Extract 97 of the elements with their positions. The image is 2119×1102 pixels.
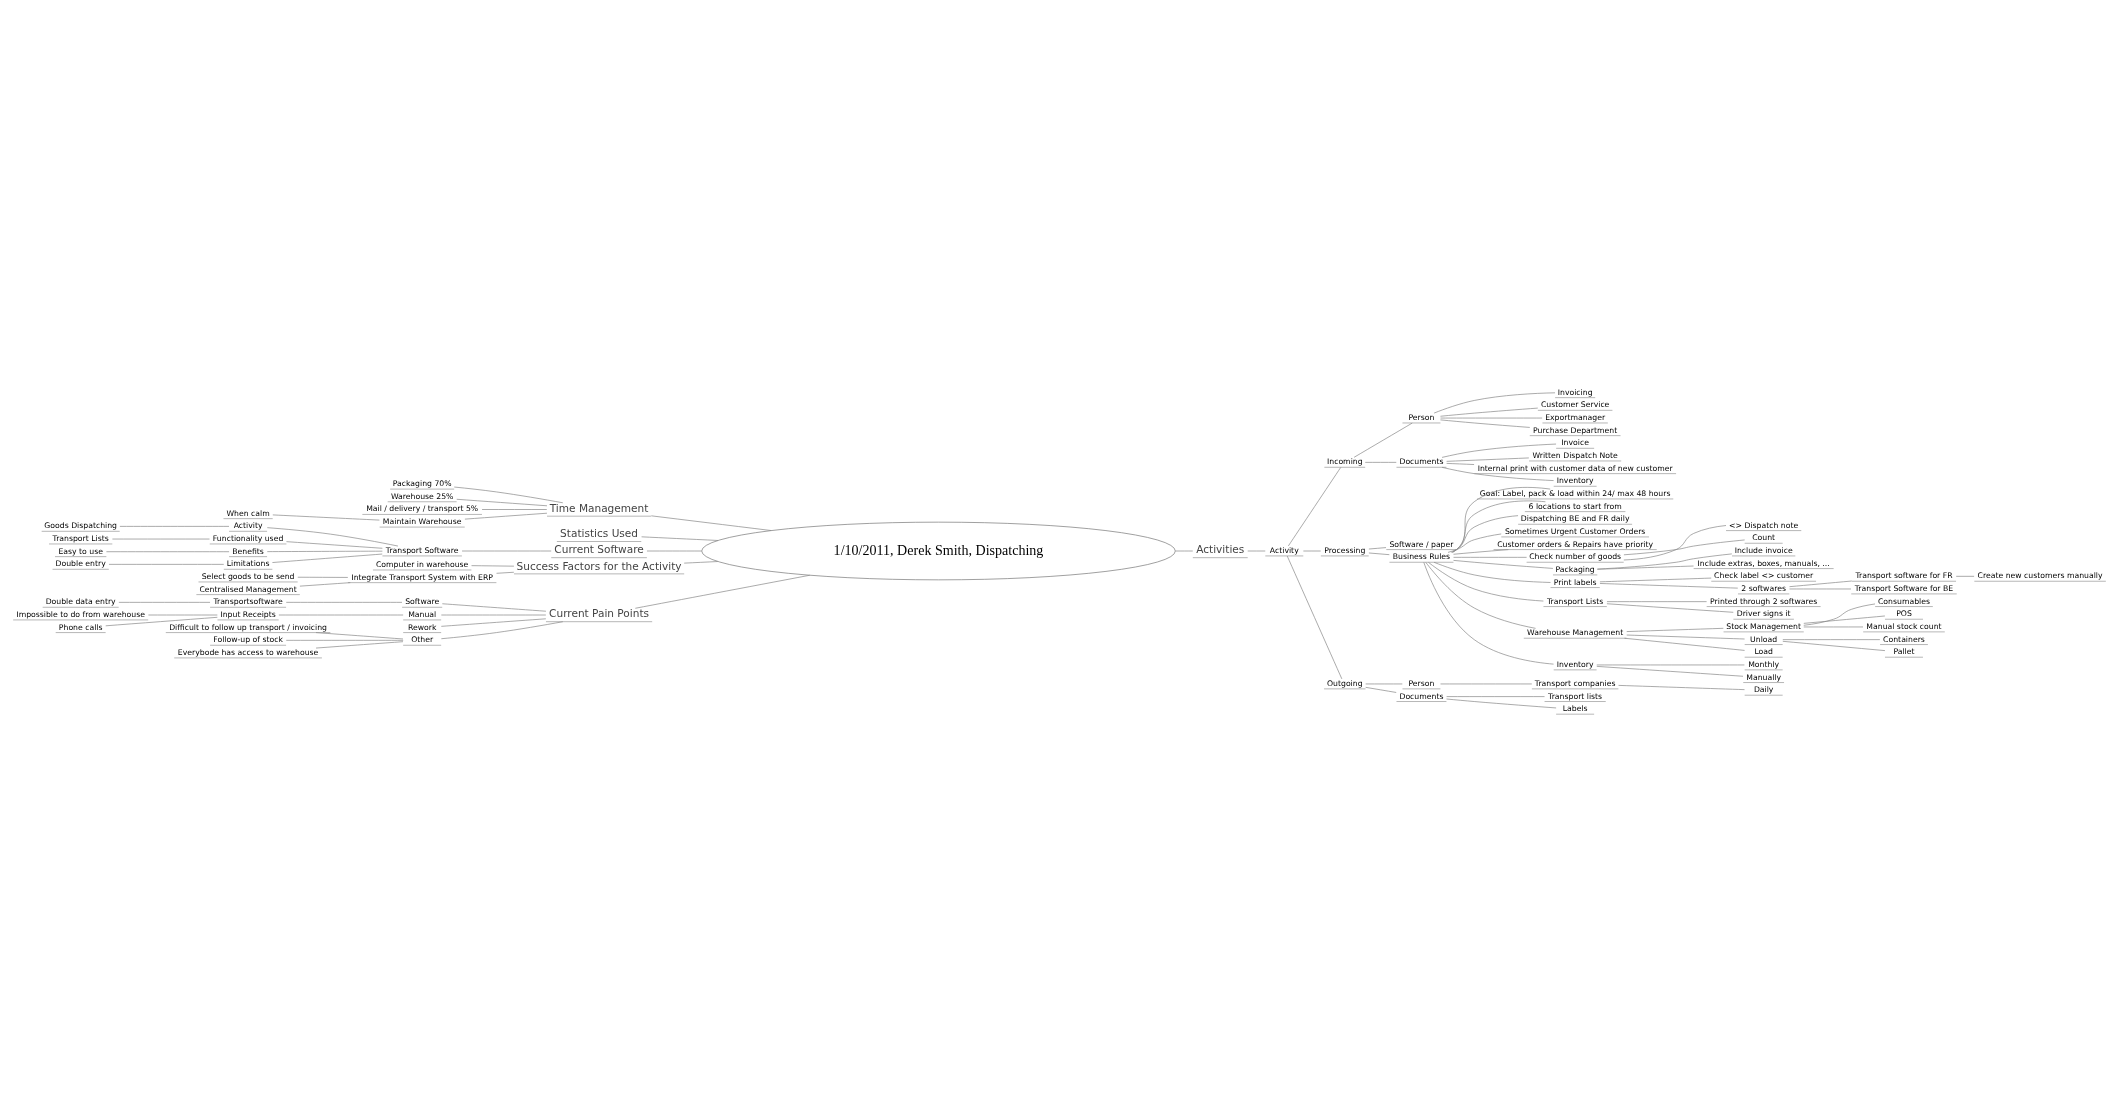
connector [1247,550,1266,552]
connector [1789,580,1853,588]
node-text: Current Pain Points [549,607,650,620]
connector [441,621,564,640]
connector [1596,666,1744,677]
connector [1441,467,1554,481]
connector [119,526,230,527]
connector [1433,392,1556,414]
connector [148,614,218,616]
connector [1451,500,1546,553]
connector [1428,562,1544,602]
connector [1597,553,1733,570]
connector [1447,533,1502,553]
connector [266,527,399,547]
connector [278,614,404,616]
connector [1596,565,1694,570]
connector [481,509,548,510]
connector [286,541,383,549]
connector [1623,525,1727,561]
connector [1453,549,1509,555]
connector [1596,664,1745,666]
connector [108,564,225,565]
connector [112,538,210,540]
connector [1623,539,1745,556]
connector [106,551,230,553]
connector [1452,487,1551,553]
connector [1446,463,1475,465]
connector [118,602,211,603]
connector [441,603,547,612]
connector [1286,555,1343,680]
connector [464,512,548,520]
connector [1453,557,1527,558]
connector [1451,515,1519,553]
connector [440,618,547,627]
connector [1955,575,1975,577]
connector [1440,417,1543,419]
connector [1803,615,1886,624]
connector [440,614,547,616]
connector [1606,603,1734,613]
connector [105,616,218,627]
node-text: Current Software [554,543,644,556]
connector [1789,588,1852,590]
connector [641,536,719,541]
connector [315,632,404,640]
connector [650,515,772,531]
connector [1803,626,1864,628]
connector [285,640,404,641]
connector [1303,550,1322,552]
connector [1175,550,1194,552]
connector [1606,601,1707,602]
connector [461,550,552,552]
connector [634,574,811,609]
connector [1446,696,1545,697]
connector [471,565,515,567]
connector [272,553,383,563]
connector [1453,560,1554,569]
connector [285,602,403,603]
connector [646,550,702,552]
connector [1440,419,1531,428]
connector [683,561,719,564]
connector [1353,422,1413,458]
connector [1365,687,1397,693]
connector [315,641,404,649]
connector [1782,640,1886,651]
connector [1440,683,1533,685]
connector [1446,698,1557,709]
node-text: Statistics Used [560,527,639,540]
node-text: Success Factors for the Activity [516,559,682,572]
connector [1599,577,1712,583]
connector [1365,683,1403,685]
connector [1440,407,1539,417]
connector [1425,562,1536,629]
node-text: Time Management [549,501,649,514]
connector [272,514,380,521]
connector [1446,457,1530,462]
connector [1368,547,1387,550]
connector [1433,561,1551,583]
node-ellipse: 1/10/2011, Derek Smith, Dispatching [701,521,1176,581]
connector [1618,685,1745,690]
connector [1782,639,1881,640]
connector [1288,467,1342,547]
connector [1599,583,1739,589]
connector [299,582,351,587]
connector [456,498,548,507]
connector [496,571,515,574]
connector [1368,552,1390,556]
connector [1803,603,1876,626]
connector [1624,637,1745,651]
connector [266,550,383,552]
connector [1423,562,1554,665]
connector [297,576,349,578]
connector [1626,634,1745,640]
connector [453,486,564,504]
connector [1364,462,1397,463]
connector [1441,443,1557,458]
node-text: Activities [1196,543,1245,556]
connector [1626,627,1724,632]
